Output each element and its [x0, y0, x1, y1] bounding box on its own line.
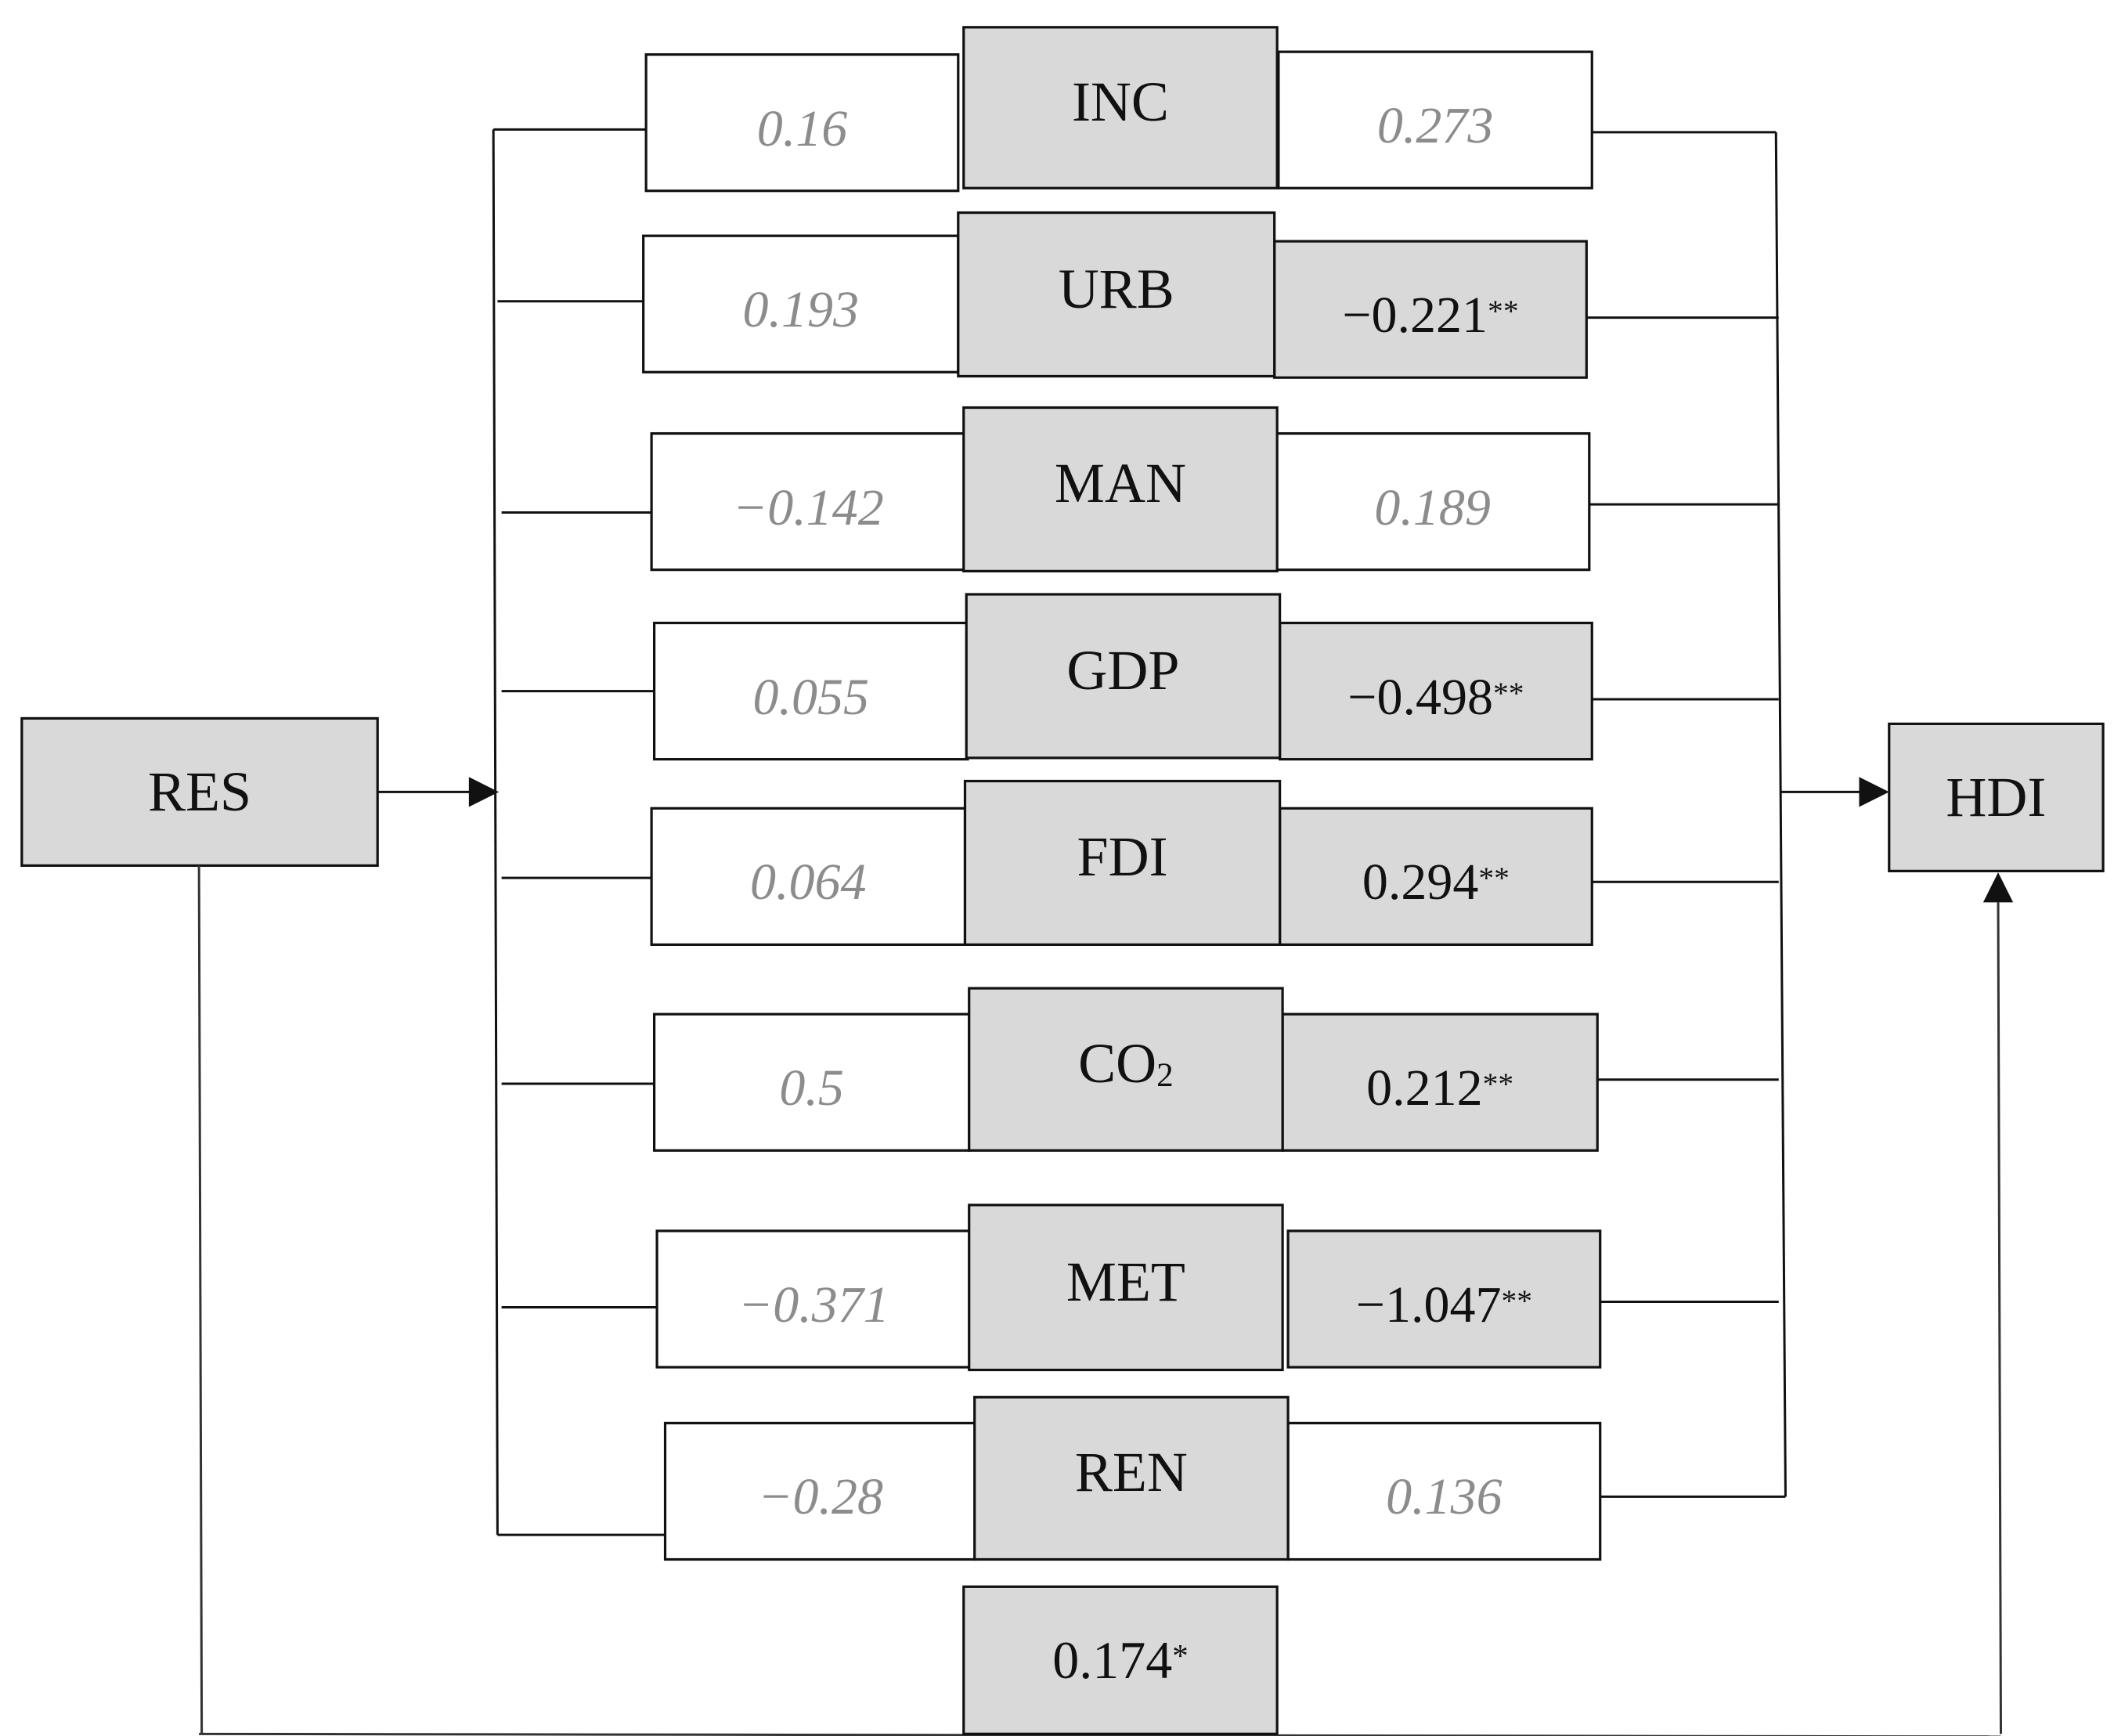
path-a-box-fdi: [650, 807, 967, 946]
mediator-box-ren: [973, 1395, 1290, 1561]
path-a-value-urb: 0.193: [644, 236, 958, 372]
mediator-label-met: MET: [969, 1205, 1282, 1370]
path-b-value-inc: 0.273: [1279, 52, 1592, 188]
direct-effect-stars: *: [1172, 1637, 1189, 1673]
path-a-value-man: −0.142: [651, 434, 965, 570]
mediator-box-fdi: [963, 779, 1282, 946]
path-b-box-man: [1274, 431, 1591, 572]
mediator-label-gdp-text: GDP: [1066, 638, 1180, 702]
path-a-value-inc-text: 0.16: [756, 99, 848, 157]
spine-to-hdi-arrow: [1859, 777, 1889, 807]
path-b-box-ren: [1286, 1421, 1602, 1561]
mediator-subscript-co2: 2: [1156, 1057, 1174, 1095]
hdi-node-label: HDI: [1889, 724, 2103, 871]
left-spine-line: [492, 129, 499, 1536]
hdi-node-box: [1888, 722, 2105, 872]
path-a-box-urb: [642, 234, 960, 374]
mediator-box-met: [968, 1204, 1284, 1372]
res-node-box: [20, 716, 379, 868]
direct-path-bottom-line: [199, 1732, 2001, 1736]
path-a-value-man-text: −0.142: [732, 478, 884, 536]
mediator-label-fdi-text: FDI: [1077, 825, 1168, 889]
mediator-label-inc: INC: [964, 27, 1277, 188]
path-b-value-fdi-text: 0.294: [1362, 854, 1479, 911]
direct-path-down-line: [197, 865, 204, 1734]
mediator-label-gdp: GDP: [966, 594, 1279, 758]
path-b-value-co2: 0.212**: [1282, 1014, 1597, 1150]
mediator-label-man-text: MAN: [1054, 452, 1186, 515]
mediator-label-ren: REN: [975, 1397, 1288, 1559]
direct-path-arrow: [1982, 872, 2014, 903]
path-b-box-inc: [1277, 50, 1593, 189]
path-b-value-co2-text: 0.212: [1366, 1059, 1483, 1117]
path-b-stars-met: **: [1501, 1283, 1533, 1319]
mediator-label-urb-text: URB: [1058, 257, 1174, 320]
path-a-value-gdp-text: 0.055: [752, 668, 870, 726]
path-b-value-inc-text: 0.273: [1376, 97, 1494, 155]
mediator-label-ren-text: REN: [1074, 1441, 1188, 1504]
path-a-value-met-text: −0.371: [738, 1276, 889, 1334]
path-b-stars-fdi: **: [1478, 861, 1510, 896]
path-a-box-co2: [652, 1012, 971, 1152]
path-a-value-co2: 0.5: [655, 1014, 969, 1150]
path-b-box-fdi: [1279, 807, 1593, 946]
path-b-value-ren: 0.136: [1288, 1423, 1600, 1559]
mediator-label-urb: URB: [958, 213, 1275, 377]
mediator-label-man: MAN: [964, 408, 1277, 572]
path-b-value-met: −1.047**: [1288, 1231, 1600, 1367]
mediator-box-inc: [962, 26, 1279, 189]
path-a-value-ren: −0.28: [666, 1423, 976, 1559]
res-to-spine-arrow: [468, 777, 500, 807]
path-a-value-fdi-text: 0.064: [750, 854, 867, 911]
path-b-stars-gdp: **: [1493, 675, 1524, 710]
path-a-box-met: [655, 1229, 972, 1369]
path-a-box-man: [650, 431, 967, 572]
path-b-value-met-text: −1.047: [1355, 1276, 1502, 1334]
direct-path-up-line: [1997, 902, 2003, 1734]
path-a-value-fdi: 0.064: [651, 808, 965, 944]
path-b-box-co2: [1281, 1012, 1599, 1152]
mediator-label-met-text: MET: [1066, 1250, 1185, 1313]
path-a-box-inc: [644, 53, 960, 193]
path-a-value-urb-text: 0.193: [742, 281, 859, 339]
path-b-stars-co2: **: [1482, 1067, 1514, 1102]
mediator-label-co2-text: CO: [1078, 1032, 1157, 1095]
mediator-label-inc-text: INC: [1071, 70, 1169, 134]
path-b-box-urb: [1273, 240, 1588, 379]
path-b-box-met: [1286, 1229, 1602, 1369]
path-b-value-gdp-text: −0.498: [1347, 668, 1493, 726]
mediator-box-urb: [957, 211, 1276, 378]
path-b-value-urb-text: −0.221: [1342, 287, 1488, 345]
mediator-label-fdi: FDI: [965, 781, 1279, 944]
path-a-value-gdp: 0.055: [655, 623, 968, 760]
path-b-value-fdi: 0.294**: [1280, 808, 1593, 944]
path-b-stars-urb: **: [1488, 294, 1519, 329]
right-spine-line: [1774, 132, 1787, 1497]
path-b-value-man: 0.189: [1275, 434, 1589, 570]
hdi-node-label-text: HDI: [1946, 765, 2047, 828]
mediator-box-co2: [968, 987, 1284, 1152]
path-a-value-met: −0.371: [657, 1231, 970, 1367]
mediator-box-gdp: [965, 593, 1282, 760]
direct-effect-value: 0.174*: [964, 1586, 1277, 1734]
res-node-label-text: RES: [147, 760, 252, 823]
path-b-value-man-text: 0.189: [1374, 478, 1491, 536]
path-a-value-co2-text: 0.5: [779, 1059, 844, 1117]
path-b-box-gdp: [1279, 621, 1593, 761]
direct-effect-box: [962, 1585, 1279, 1735]
path-a-box-gdp: [652, 621, 969, 761]
path-b-value-gdp: −0.498**: [1280, 623, 1593, 760]
direct-effect-value-text: 0.174: [1052, 1630, 1173, 1690]
path-b-value-ren-text: 0.136: [1386, 1468, 1503, 1526]
res-node-label: RES: [22, 718, 377, 865]
mediator-box-man: [962, 406, 1279, 573]
path-a-box-ren: [663, 1421, 978, 1561]
path-b-value-urb: −0.221**: [1275, 241, 1587, 377]
path-a-value-ren-text: −0.28: [757, 1468, 883, 1526]
path-a-value-inc: 0.16: [646, 55, 958, 191]
